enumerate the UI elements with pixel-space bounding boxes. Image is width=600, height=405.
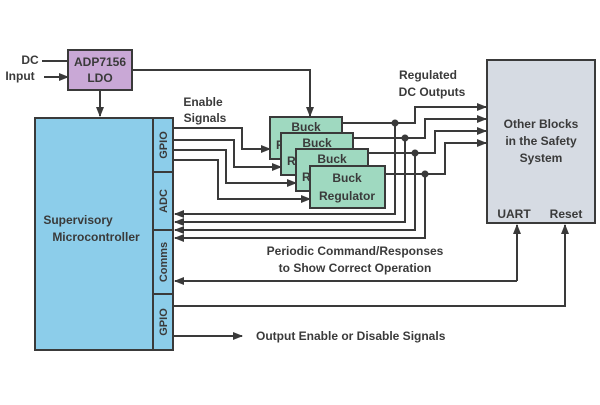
regulated-outputs-label-1: Regulated	[399, 68, 457, 82]
other-blocks-label-2: in the Safety	[505, 134, 577, 148]
supervisory-mcu-block	[34, 117, 154, 351]
enable-signals-label-2: Signals	[184, 111, 227, 125]
port-comms: Comms	[158, 242, 170, 282]
periodic-label-1: Periodic Command/Responses	[267, 244, 444, 258]
output-wire-2	[353, 115, 487, 139]
buck-regulator-4: Buck Regulator	[309, 165, 386, 209]
ldo-label-1: ADP7156	[74, 55, 126, 69]
regulated-outputs-label-2: DC Outputs	[399, 85, 466, 99]
dc-input-label-1: DC	[21, 53, 39, 67]
ldo-to-buck-arrow	[132, 69, 314, 117]
enable-wire-4	[173, 159, 311, 203]
reset-arrow	[173, 224, 569, 307]
buck-label: Buck	[302, 136, 332, 150]
other-blocks-block	[486, 59, 596, 224]
buck-label-partial: R	[302, 170, 311, 184]
other-blocks-label-3: System	[520, 151, 563, 165]
uart-port-label: UART	[497, 207, 531, 221]
periodic-label-2: to Show Correct Operation	[279, 261, 432, 275]
output-wire-3	[368, 127, 487, 154]
port-gpio-bottom: GPIO	[158, 308, 170, 336]
mcu-label-1: Supervisory	[43, 213, 113, 227]
other-blocks-label-1: Other Blocks	[504, 117, 579, 131]
buck-label-partial: R	[287, 154, 296, 168]
ldo-label-2: LDO	[87, 71, 112, 85]
dc-input-label-2: Input	[5, 69, 34, 83]
enable-wire-2	[173, 139, 282, 171]
reset-port-label: Reset	[550, 207, 583, 221]
buck-label: Regulator	[319, 189, 375, 203]
buck-label: Buck	[317, 152, 347, 166]
enable-wire-1	[173, 127, 271, 153]
output-wire-1	[342, 103, 487, 124]
enable-wire-3	[173, 149, 297, 187]
output-enable-label: Output Enable or Disable Signals	[256, 329, 446, 343]
buck-label: Buck	[332, 171, 362, 185]
enable-signals-label-1: Enable	[183, 95, 223, 109]
port-gpio-top: GPIO	[158, 131, 170, 159]
mcu-label-2: Microcontroller	[52, 230, 140, 244]
mcu-port-strip	[152, 117, 174, 351]
buck-label: Buck	[291, 120, 321, 134]
port-adc: ADC	[158, 189, 170, 213]
